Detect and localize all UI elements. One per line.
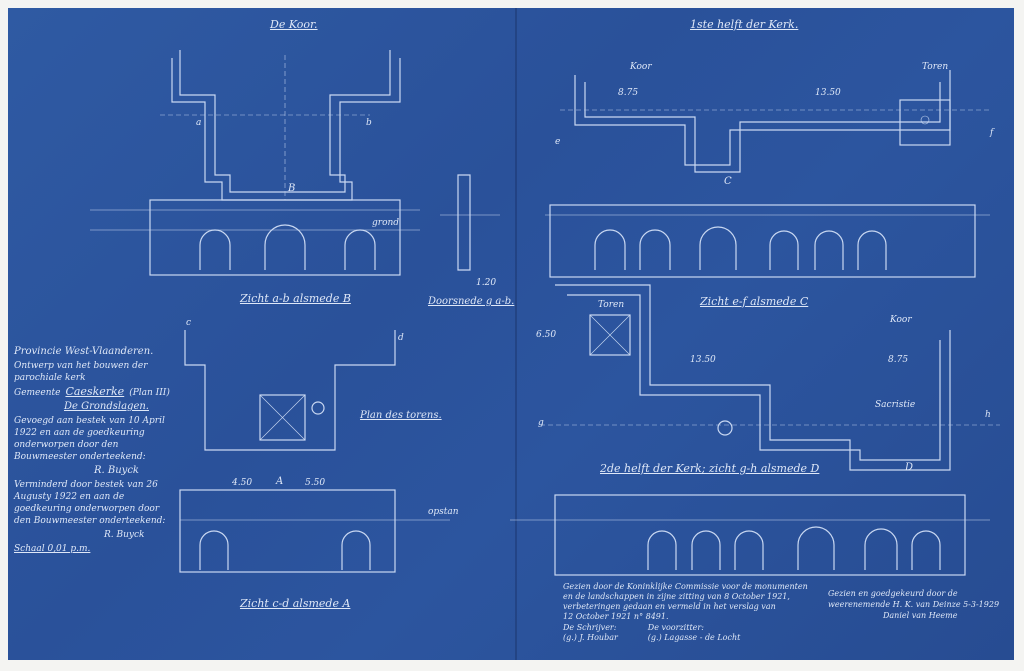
right-approval-block: Gezien en goedgekeurd door de weerenemen… — [828, 588, 1008, 621]
president-name: (g.) Lagasse - de Locht — [647, 633, 741, 642]
secretary: De Schrijver: (g.) J. Houbar — [563, 623, 618, 643]
project-line-2-row: Gemeente Caeskerke (Plan III) — [14, 386, 174, 399]
project-line-2: Gemeente — [14, 388, 61, 398]
label-tower-plan: Plan des torens. — [360, 410, 442, 421]
letter-B: B — [288, 183, 296, 194]
dim-2: 13.50 — [815, 88, 841, 98]
label-toren-2: Toren — [598, 300, 625, 310]
secretary-label: De Schrijver: — [563, 623, 617, 632]
blueprint-paper — [8, 8, 1014, 660]
right-approval-line-2: weerenemende H. K. van Deinze 5-3-1929 — [828, 600, 1000, 609]
right-approval-line-1: Gezien en goedgekeurd door de — [828, 589, 958, 598]
note-2: Verminderd door bestek van 26 Augusty 19… — [14, 480, 166, 526]
label-view-ab: Zicht a-b alsmede B — [240, 292, 351, 305]
dim-8: 1.20 — [476, 278, 497, 288]
letter-A: A — [276, 476, 284, 487]
plan-number: (Plan III) — [129, 388, 170, 398]
label-koor-2: Koor — [890, 315, 912, 325]
title-kerk-second-half: 2de helft der Kerk; zicht g-h alsmede D — [600, 462, 820, 475]
signature-2: R. Buyck — [104, 530, 145, 540]
letter-f: f — [990, 128, 994, 138]
label-view-cd: Zicht c-d alsmede A — [240, 597, 351, 610]
kerk-second-half-plan — [540, 284, 1000, 471]
view-ef-elevation — [545, 204, 990, 278]
province: Provincie West-Vlaanderen. — [14, 346, 154, 357]
dim-3: 13.50 — [690, 355, 716, 365]
tower-plan — [184, 330, 396, 451]
section-ab — [440, 174, 500, 271]
label-sacristie: Sacristie — [875, 400, 916, 410]
letter-d: d — [398, 333, 404, 343]
label-opstan: opstan — [428, 507, 459, 517]
letter-D: D — [905, 462, 914, 473]
view-gh-elevation — [510, 494, 990, 576]
dim-4: 8.75 — [888, 355, 909, 365]
president-label: De voorzitter: — [647, 623, 704, 632]
view-ab-elevation — [90, 199, 420, 276]
title-block: Provincie West-Vlaanderen. Ontwerp van h… — [14, 346, 174, 555]
president: De voorzitter: (g.) Lagasse - de Locht — [648, 623, 741, 643]
paper-fold — [515, 8, 517, 660]
approval-line-3: verbeteringen gedaan en vermeld in het v… — [563, 602, 776, 611]
approval-line-2: en de landschappen in zijne zitting van … — [563, 592, 790, 601]
approval-line-4: 12 October 1921 n° 8491. — [563, 612, 669, 621]
signature-1: R. Buyck — [94, 465, 139, 476]
right-signature: Daniel van Heeme — [883, 611, 958, 620]
label-view-ef: Zicht e-f alsmede C — [700, 295, 809, 308]
dim-7: 4.50 — [232, 478, 253, 488]
scale: Schaal 0,01 p.m. — [14, 544, 91, 554]
project-line-1: Ontwerp van het bouwen der parochiale ke… — [14, 361, 148, 383]
letter-c: c — [186, 318, 192, 328]
letter-g: g — [538, 418, 544, 428]
label-section-ab: Doorsnede g a-b. — [428, 296, 515, 307]
municipality: Caeskerke — [65, 385, 125, 398]
dim-5: 6.50 — [536, 330, 557, 340]
label-toren: Toren — [922, 62, 949, 72]
dim-1: 8.75 — [618, 88, 639, 98]
letter-a: a — [196, 118, 202, 128]
signatories: De Schrijver: (g.) J. Houbar De voorzitt… — [563, 623, 818, 643]
letter-b: b — [366, 118, 372, 128]
note-1: Gevoegd aan bestek van 10 April 1922 en … — [14, 416, 165, 462]
view-cd-elevation — [179, 489, 450, 573]
subject: De Grondslagen. — [64, 401, 149, 412]
letter-h: h — [985, 410, 991, 420]
letter-e: e — [555, 137, 561, 147]
secretary-name: (g.) J. Houbar — [563, 633, 618, 642]
dim-6: 5.50 — [305, 478, 326, 488]
label-grond: grond — [372, 218, 400, 228]
title-koor: De Koor. — [270, 18, 318, 31]
label-koor: Koor — [630, 62, 652, 72]
letter-C: C — [724, 176, 732, 187]
approval-block: Gezien door de Koninklijke Commissie voo… — [563, 582, 818, 643]
approval-line-1: Gezien door de Koninklijke Commissie voo… — [563, 582, 808, 591]
kerk-first-half-plan — [560, 70, 990, 173]
title-kerk-first-half: 1ste helft der Kerk. — [690, 18, 799, 31]
